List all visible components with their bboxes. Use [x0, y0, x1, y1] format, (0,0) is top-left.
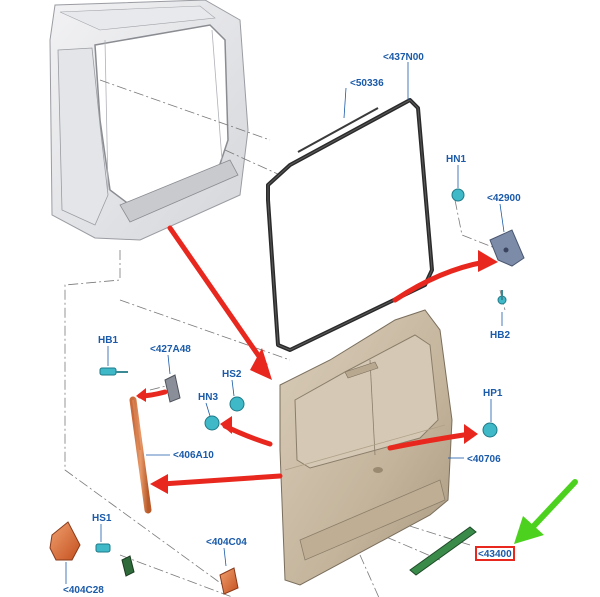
cover-404C28 [49, 521, 81, 561]
fastener-hn3 [204, 415, 220, 431]
label-406A10: <406A10 [173, 450, 214, 461]
vehicle-body [49, 0, 249, 241]
label-43400: <43400 [478, 549, 512, 560]
fastener-hn1 [451, 188, 465, 202]
arrow-door-to-hp1 [387, 431, 473, 451]
fastener-hs2 [229, 396, 245, 412]
cover-404C04 [219, 567, 239, 595]
clip-green [121, 555, 135, 577]
fastener-hs1 [95, 543, 111, 553]
flow-arrowheads [136, 250, 498, 494]
label-50336: <50336 [350, 78, 384, 89]
bracket-427A48 [164, 374, 181, 403]
gas-strut-406A10 [129, 396, 152, 514]
highlight-box-43400 [475, 546, 515, 561]
label-hb1: HB1 [98, 335, 118, 346]
label-hn1: HN1 [446, 154, 466, 165]
highlight-arrow [514, 479, 578, 544]
label-hb2: HB2 [490, 330, 510, 341]
label-427A48: <427A48 [150, 344, 191, 355]
trim-strip-50336 [297, 107, 379, 153]
label-437N00: <437N00 [383, 52, 424, 63]
arrow-door-to-bracket [392, 259, 488, 303]
label-hs1: HS1 [92, 513, 112, 524]
label-40706: <40706 [467, 454, 501, 465]
bracket-42900 [489, 229, 525, 267]
window-weatherstrip [266, 98, 434, 352]
label-404C28: <404C28 [63, 585, 104, 596]
rear-door-panel [279, 309, 453, 586]
fastener-hb1 [99, 367, 128, 376]
label-hp1: HP1 [483, 388, 503, 399]
label-hs2: HS2 [222, 369, 242, 380]
arrow-body-to-door [167, 225, 268, 368]
fastener-hb2 [497, 290, 507, 305]
callout-labels: <50336 <437N00 HN1 <42900 HB2 HB1 <427A4… [63, 52, 521, 596]
flow-arrows [137, 225, 488, 487]
fastener-hp1 [482, 422, 498, 438]
label-42900: <42900 [487, 193, 521, 204]
strip-43400 [409, 526, 477, 576]
label-ticks [65, 62, 505, 584]
arrow-door-to-strut [159, 473, 283, 487]
label-hn3: HN3 [198, 392, 218, 403]
label-404C04: <404C04 [206, 537, 247, 548]
